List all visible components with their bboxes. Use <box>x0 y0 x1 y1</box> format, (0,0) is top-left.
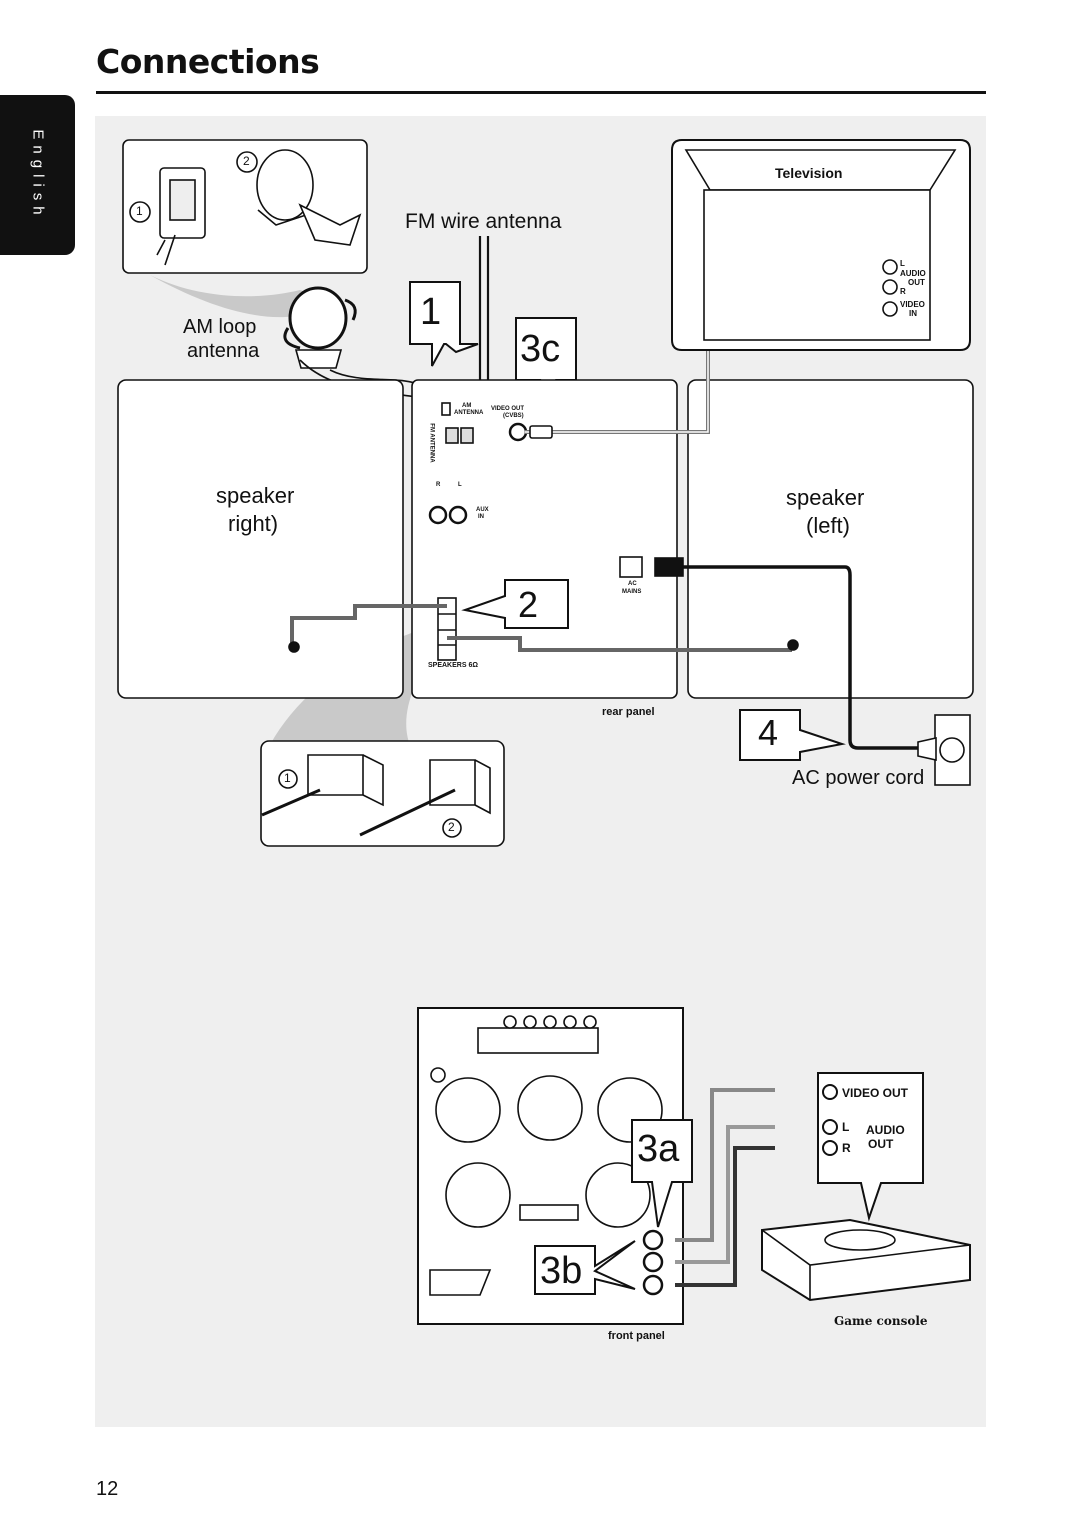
inset-step1-number: 1 <box>136 204 143 218</box>
tv-video-in-jack <box>882 301 898 317</box>
page-number: 12 <box>96 1478 119 1500</box>
front-speaker-2 <box>517 1075 583 1141</box>
ac-power-cord-label: AC power cord <box>792 767 925 789</box>
front-speaker-4 <box>445 1162 511 1228</box>
rear-cvbs-label: (CVBS) <box>503 413 524 419</box>
rear-panel-box <box>411 379 678 699</box>
am-loop-inset-icon <box>256 149 314 221</box>
ac-plug <box>654 557 684 577</box>
console-l-label: L <box>842 1120 850 1134</box>
front-speaker-1 <box>435 1077 501 1143</box>
console-out-label: OUT <box>868 1137 894 1151</box>
tv-audio-r-jack <box>882 279 898 295</box>
rear-in-label: IN <box>478 514 484 520</box>
step-3b-number: 3b <box>540 1250 583 1292</box>
speaker-left-wire <box>447 636 792 652</box>
step3a-callout <box>631 1119 693 1228</box>
rear-panel-label: rear panel <box>602 706 655 718</box>
rear-speakers-label: SPEAKERS 6Ω <box>428 662 478 669</box>
console-audio-r-cable <box>675 1146 775 1287</box>
console-r-label: R <box>842 1141 851 1155</box>
console-video-cable <box>675 1088 775 1242</box>
ac-mains-socket <box>619 556 643 578</box>
inset-step2-badge <box>236 151 258 173</box>
aux-jack-l <box>448 505 468 525</box>
game-console-label: Game console <box>834 1314 928 1328</box>
step-3a-number: 3a <box>637 1128 680 1170</box>
rear-l-label: L <box>458 482 462 488</box>
fm-antenna-label: FM wire antenna <box>405 210 562 233</box>
console-audio-label: AUDIO <box>866 1123 905 1137</box>
rear-video-plug <box>529 425 553 439</box>
video-out-jack <box>508 422 528 442</box>
rear-mains-label: MAINS <box>622 589 642 595</box>
tv-audio-label: AUDIO <box>900 269 926 278</box>
step2-callout <box>461 579 569 629</box>
speaker-left-label-2: (left) <box>806 513 850 538</box>
title-rule <box>96 91 986 94</box>
rear-am-label: AM <box>462 403 472 409</box>
speaker-left-box <box>687 379 974 699</box>
step-4-number: 4 <box>758 712 779 753</box>
clip-step2-badge <box>442 818 462 838</box>
rear-antenna-label: ANTENNA <box>454 410 484 416</box>
front-panel-label: front panel <box>608 1330 665 1342</box>
am-terminal <box>441 402 451 416</box>
speaker-right-wire-end <box>288 641 300 653</box>
console-video-out-label: VIDEO OUT <box>842 1086 909 1100</box>
game-console-icon <box>761 1218 971 1302</box>
step4-callout <box>739 709 846 761</box>
front-audio-l-jack <box>642 1251 664 1273</box>
tv-r-label: R <box>900 287 906 296</box>
speaker-right-box <box>117 379 404 699</box>
speaker-right-label-1: speaker <box>216 483 295 508</box>
aux-jack-r <box>428 505 448 525</box>
fm-wire-antenna <box>453 236 490 474</box>
language-tab: English <box>0 95 75 255</box>
step-1-number: 1 <box>420 291 442 333</box>
ac-power-cord <box>655 565 918 750</box>
page-title: Connections <box>96 42 320 81</box>
front-video-jack <box>642 1229 664 1251</box>
inset-step2-number: 2 <box>243 154 250 168</box>
am-loop-label-1: AM loop <box>183 316 257 338</box>
clip-step1-number: 1 <box>284 771 291 785</box>
fm-terminal-2 <box>460 427 474 444</box>
tv-l-label: L <box>900 259 905 268</box>
clip-step1-badge <box>278 769 298 789</box>
console-jack-panel <box>817 1072 924 1222</box>
fm-terminal-1 <box>445 427 459 444</box>
tv-out-label: OUT <box>908 278 925 287</box>
step-3c-number: 3c <box>520 328 561 370</box>
speaker-right-wire <box>290 604 447 645</box>
step3b-callout <box>534 1240 636 1295</box>
inset-step1-badge <box>129 201 151 223</box>
tv-in-label: IN <box>909 309 917 318</box>
am-loop-label-2: antenna <box>187 340 260 362</box>
television-label: Television <box>775 165 843 181</box>
rear-ac-label: AC <box>628 581 637 587</box>
rear-aux-label: AUX <box>476 507 489 513</box>
am-antenna-callout-shadow <box>150 275 330 318</box>
front-audio-r-jack <box>642 1274 664 1296</box>
step-2-number: 2 <box>518 584 539 625</box>
speaker-right-label-2: right) <box>228 511 279 536</box>
rear-fm-antenna-label: FM ANTENNA <box>428 423 435 463</box>
step1-callout <box>409 281 479 367</box>
tv-audio-l-jack <box>882 259 898 275</box>
tv-video-label: VIDEO <box>900 300 925 309</box>
console-audio-l-cable <box>675 1125 775 1264</box>
am-loop-antenna-icon <box>288 286 348 350</box>
rear-video-out-label: VIDEO OUT <box>491 406 525 412</box>
rear-r-label: R <box>436 482 441 488</box>
clip-step2-number: 2 <box>448 820 455 834</box>
speaker-left-label-1: speaker <box>786 485 865 510</box>
speaker-left-wire-end <box>787 639 799 651</box>
